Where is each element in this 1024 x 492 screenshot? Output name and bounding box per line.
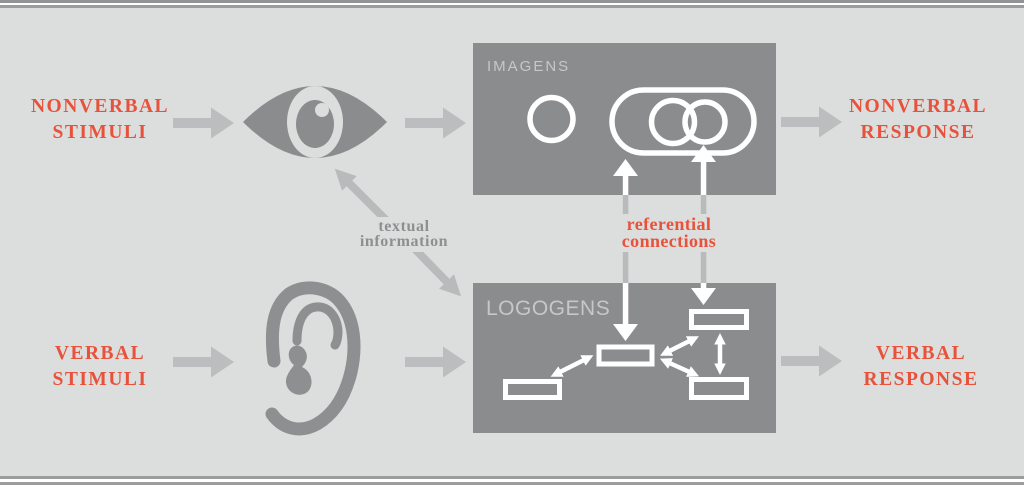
flow-arrow-ear-to-logogens (405, 346, 466, 378)
top-rule-outer (0, 0, 1024, 3)
flow-arrow-logogens-to-response (781, 345, 842, 377)
verbal-stimuli-label: VERBAL STIMULI (52, 343, 148, 390)
top-rule-inner (0, 5, 1024, 8)
bottom-rule-outer (0, 482, 1024, 485)
imagens-shapes (527, 87, 757, 156)
verbal-response-label: VERBAL RESPONSE (863, 343, 979, 390)
referential-connections-label: referential connections (581, 214, 757, 252)
logogen-node-bottom-left (503, 379, 562, 400)
nonverbal-response-label: NONVERBAL RESPONSE (848, 96, 988, 143)
logogens-box-label: LOGOGENS (486, 297, 611, 320)
textual-information-label: textual information (337, 217, 471, 252)
imagen-overlap-circle-left (648, 97, 698, 147)
flow-arrow-nonverbal-stimuli (173, 107, 234, 139)
flow-arrow-imagens-to-response (781, 106, 842, 138)
imagen-overlap-circle-right (682, 99, 728, 145)
bottom-rule-inner (0, 476, 1024, 479)
eye-icon (243, 86, 387, 158)
flow-arrow-verbal-stimuli (173, 346, 234, 378)
flow-arrows (173, 106, 842, 378)
logogen-node-bottom-right (689, 377, 749, 400)
imagen-stadium (609, 87, 757, 156)
logogen-node-center (596, 344, 655, 367)
ear-icon (265, 281, 361, 436)
logogen-association-arrows (550, 332, 726, 377)
logogen-node-top-right (689, 309, 749, 330)
flow-arrow-eye-to-imagens (405, 107, 466, 139)
imagen-circle (527, 94, 576, 144)
imagens-box-label: IMAGENS (487, 58, 571, 75)
nonverbal-stimuli-label: NONVERBAL STIMULI (30, 96, 170, 143)
logogens-shapes (503, 309, 749, 400)
